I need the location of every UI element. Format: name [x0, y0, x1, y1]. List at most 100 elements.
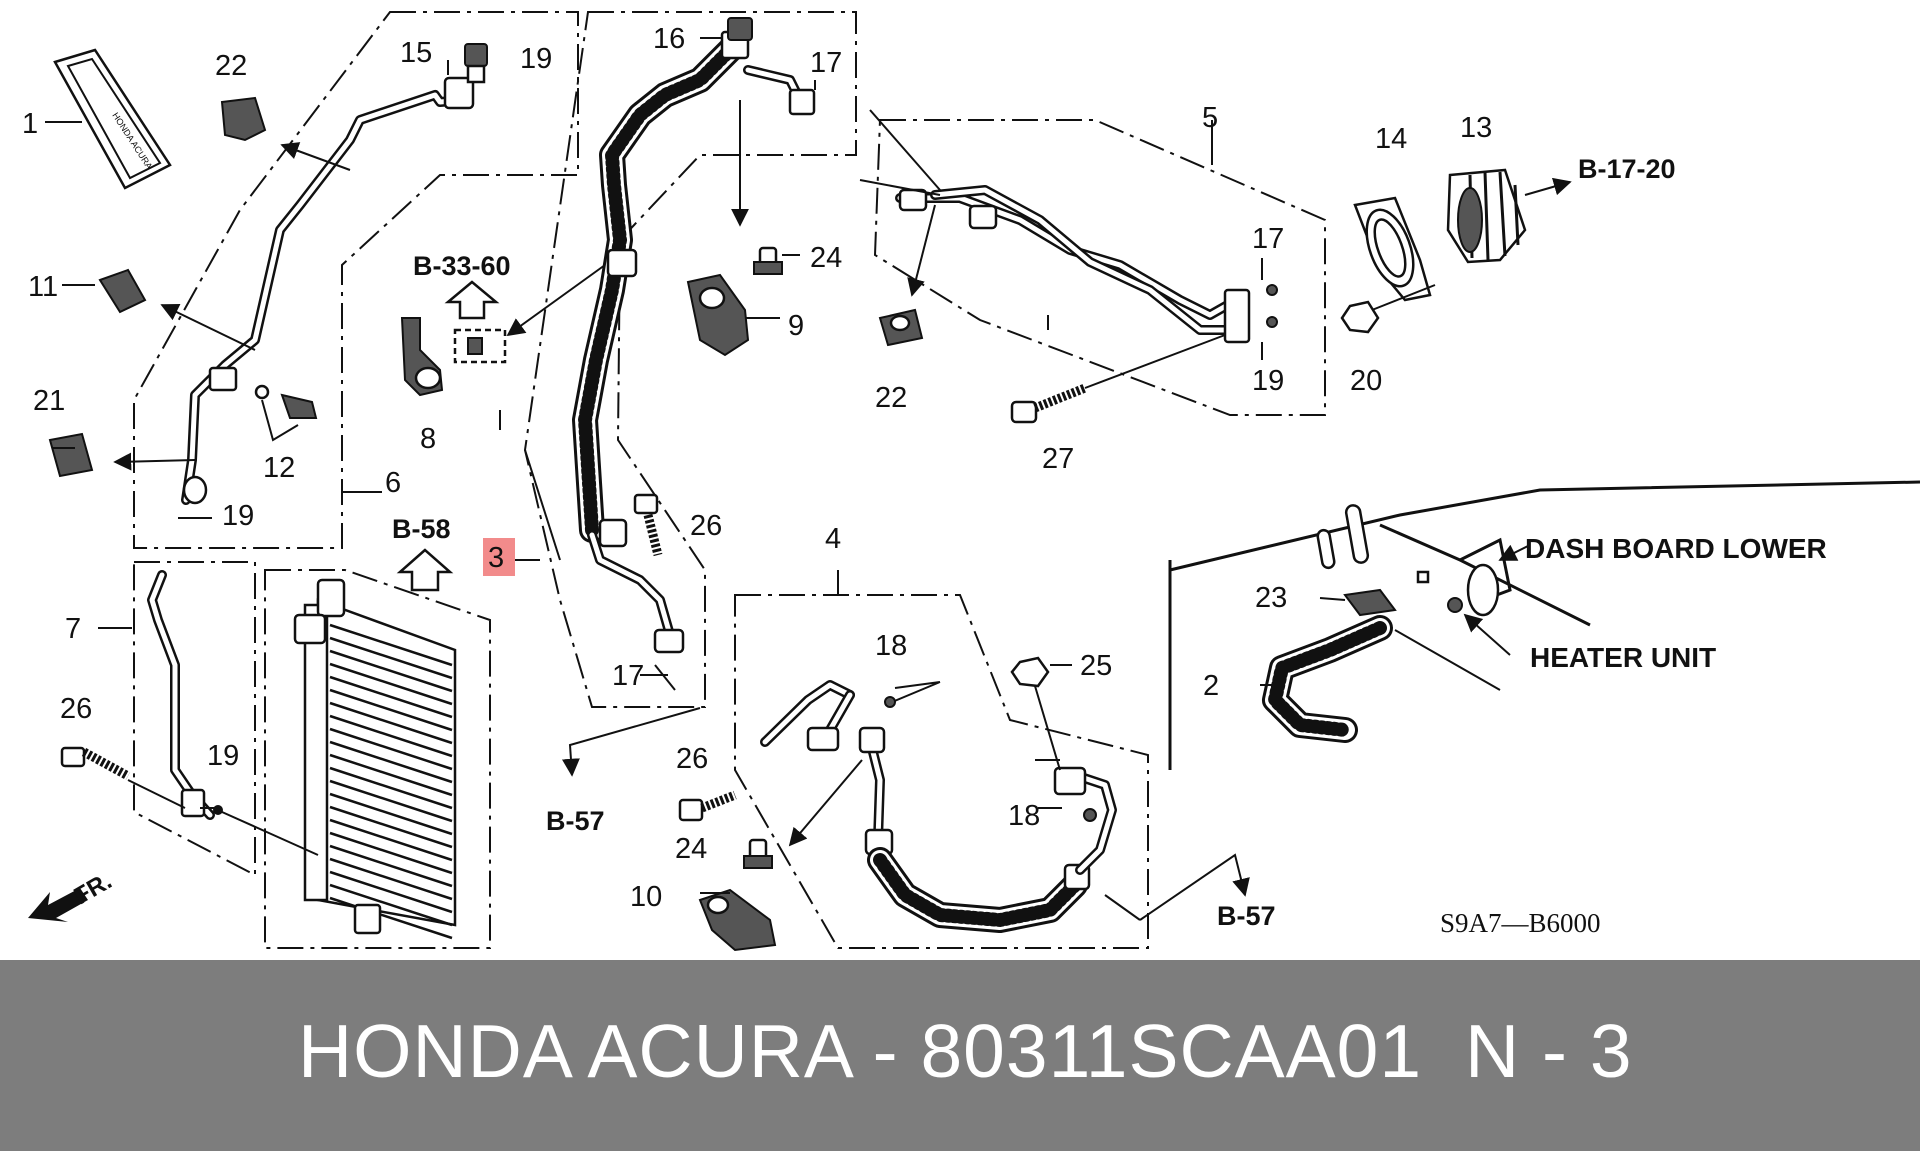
callout-24-upper: 24 — [810, 242, 842, 274]
condenser-fin — [329, 792, 453, 836]
diagram-code: S9A7—B6000 — [1440, 908, 1601, 938]
part-8-bracket — [400, 317, 507, 397]
callout-11: 11 — [28, 271, 58, 303]
condenser-fin — [329, 818, 453, 862]
condenser-fin — [329, 844, 453, 888]
group-boundary-6 — [133, 11, 579, 549]
callout-22-middle: 22 — [875, 382, 907, 414]
part-27-bolt — [1010, 383, 1087, 424]
part-25-nut — [1010, 656, 1050, 688]
part-26-bolt-middle — [633, 493, 663, 557]
callout-26-middle: 26 — [690, 510, 722, 542]
dashboard-inset — [1168, 480, 1920, 770]
callout-2: 2 — [1203, 670, 1219, 702]
callout-12: 12 — [263, 452, 295, 484]
condenser-fin — [329, 701, 453, 745]
condenser-fin — [329, 727, 453, 771]
callout-17-upper: 17 — [810, 47, 842, 79]
callout-26-left: 26 — [60, 693, 92, 725]
ref-b58: B-58 — [392, 514, 451, 544]
condenser-fin — [329, 740, 453, 784]
condenser — [293, 578, 457, 940]
group-boundary-condenser — [264, 569, 491, 949]
part-21-clamp — [48, 432, 94, 478]
group-boundary-7 — [133, 561, 256, 877]
footer-part-title: HONDA ACURA - 80311SCAA01 — [298, 1009, 1423, 1093]
part-1-label-plate: HONDA ACURA — [53, 48, 172, 190]
condenser-fin — [329, 779, 453, 823]
callout-1: 1 — [22, 108, 38, 140]
callout-27: 27 — [1042, 443, 1074, 475]
footer-banner: HONDA ACURA - 80311SCAA01 N - 3 — [0, 960, 1920, 1151]
condenser-fin — [329, 857, 453, 901]
condenser-fin — [329, 753, 453, 797]
arrow-up-b58 — [396, 548, 454, 592]
ref-b1720: B-17-20 — [1578, 154, 1676, 184]
callout-18-lower: 18 — [1008, 800, 1040, 832]
part-11-clamp — [98, 268, 147, 314]
callout-19-left: 19 — [222, 500, 254, 532]
callout-9: 9 — [788, 310, 804, 342]
callout-7: 7 — [65, 613, 81, 645]
part-26-bolt-left — [60, 746, 131, 780]
part-22-clamp-upper — [220, 96, 267, 142]
callout-19-right: 19 — [1252, 365, 1284, 397]
condenser-fin — [329, 870, 453, 914]
callout-23: 23 — [1255, 582, 1287, 614]
part-12-pressure-switch — [254, 384, 318, 419]
front-direction-arrow — [28, 888, 88, 922]
callout-13: 13 — [1460, 112, 1492, 144]
condenser-fin — [329, 805, 453, 849]
callout-18-upper: 18 — [875, 630, 907, 662]
callout-17-lower: 17 — [612, 660, 644, 692]
callout-16: 16 — [653, 23, 685, 55]
callout-19-top: 19 — [520, 43, 552, 75]
part-24-bolt-upper — [753, 246, 783, 275]
label-dash-board-lower: DASH BOARD LOWER — [1525, 533, 1827, 564]
callout-8: 8 — [420, 423, 436, 455]
condenser-fin — [329, 623, 453, 667]
ac-piping-exploded-diagram: HONDA ACURA — [22, 11, 1920, 952]
part-24-bolt-lower — [743, 838, 773, 869]
callout-17-right: 17 — [1252, 223, 1284, 255]
callout-19-condenser: 19 — [207, 740, 239, 772]
part-3-highlight — [483, 538, 515, 576]
part-9-clamp — [686, 273, 750, 357]
callout-10: 10 — [630, 881, 662, 913]
condenser-fin — [329, 883, 453, 927]
callout-21: 21 — [33, 385, 65, 417]
part-4-discharge-hose — [760, 680, 1117, 933]
arrow-up-b3360 — [444, 280, 500, 320]
condenser-fin — [329, 714, 453, 758]
callout-4: 4 — [825, 523, 841, 555]
callout-3: 3 — [488, 542, 504, 574]
part-14-grommet-plate — [1353, 196, 1432, 302]
callout-5: 5 — [1202, 102, 1218, 134]
condenser-fin — [329, 688, 453, 732]
condenser-fin — [329, 766, 453, 810]
ref-b3360: B-33-60 — [413, 251, 511, 281]
callout-25: 25 — [1080, 650, 1112, 682]
condenser-fin — [329, 662, 453, 706]
callout-15: 15 — [400, 37, 432, 69]
callout-14: 14 — [1375, 123, 1407, 155]
part-13-seal-boot — [1446, 168, 1527, 264]
condenser-fin — [329, 649, 453, 693]
part-5-liquid-pipe — [895, 185, 1251, 344]
part-3-suction-hose — [572, 30, 816, 654]
callout-26-lower: 26 — [676, 743, 708, 775]
part-15-valve-cap — [464, 43, 488, 84]
condenser-fin — [329, 675, 453, 719]
callout-24-lower: 24 — [675, 833, 707, 865]
part-20-nut — [1340, 300, 1380, 334]
group-boundary-5 — [873, 119, 1326, 416]
part-26-bolt-lower — [678, 790, 737, 822]
part-16-valve-cap — [727, 17, 753, 41]
part-22-clamp-middle — [878, 308, 924, 347]
group-boundary-3 — [523, 11, 857, 708]
ref-b57-right: B-57 — [1217, 901, 1276, 931]
callout-6: 6 — [385, 467, 401, 499]
condenser-fin — [329, 896, 453, 940]
callout-22-upper: 22 — [215, 50, 247, 82]
